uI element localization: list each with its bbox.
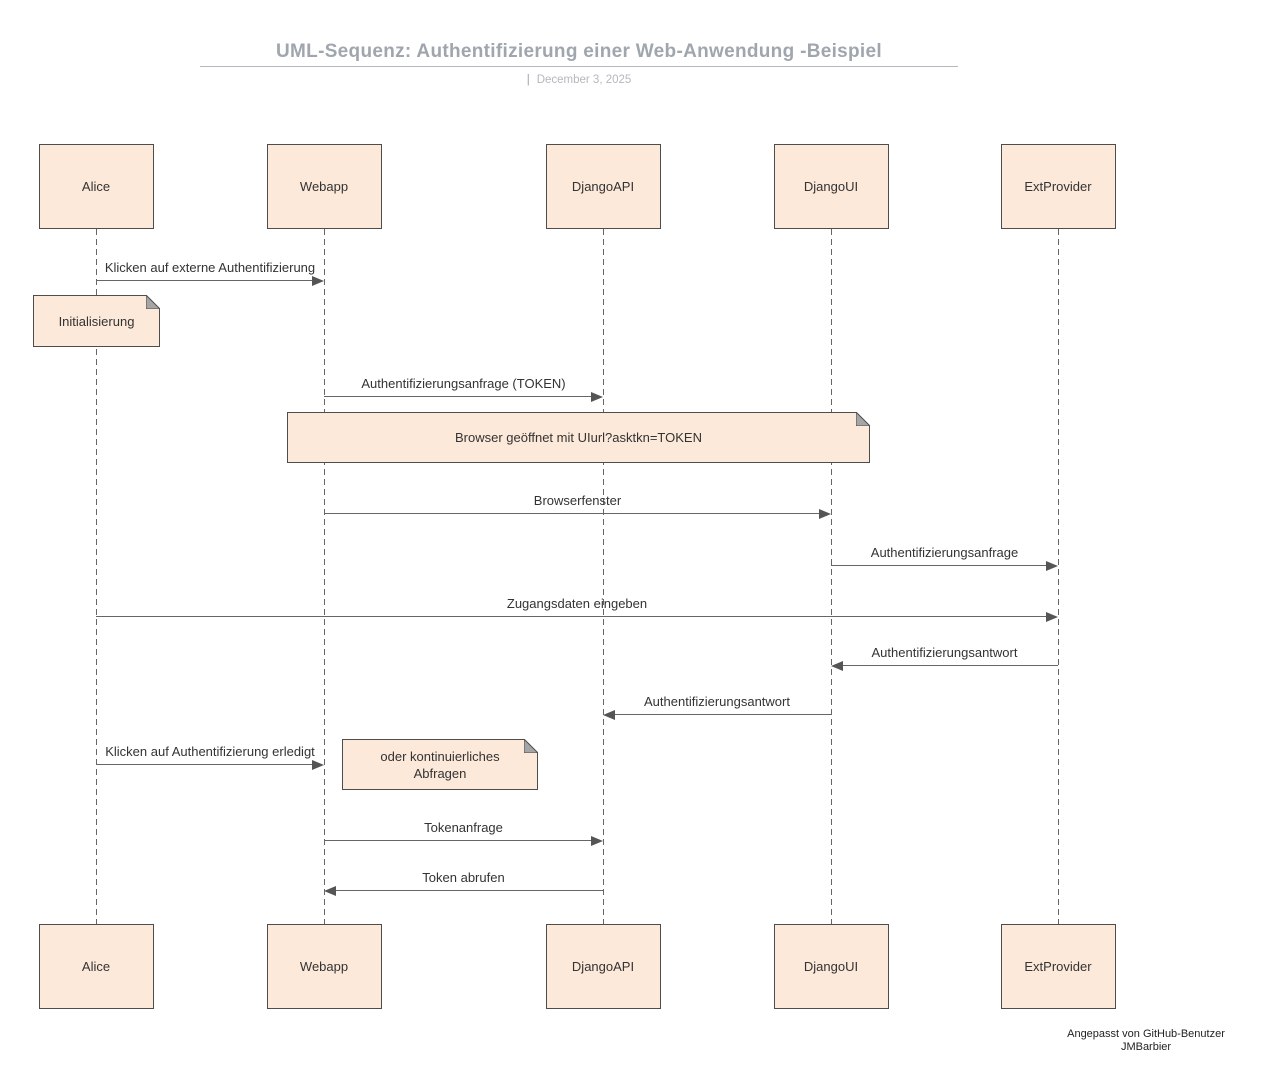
actor-box-top-webapp: Webapp [266, 144, 382, 229]
arrowhead-icon [1046, 561, 1058, 571]
message-line [324, 840, 592, 841]
arrowhead-icon [324, 886, 336, 896]
arrowhead-icon [831, 661, 843, 671]
attribution-line-1: Angepasst von GitHub-Benutzer [1067, 1028, 1225, 1040]
message-label: Klicken auf Authentifizierung erledigt [105, 744, 315, 759]
lifeline-alice [95, 229, 97, 924]
arrowhead-icon [1046, 612, 1058, 622]
message-line [96, 764, 313, 765]
note: Initialisierung [33, 295, 160, 347]
note-line: Abfragen [413, 765, 467, 781]
message-label: Authentifizierungsantwort [871, 645, 1018, 660]
message-label: Zugangsdaten eingeben [506, 596, 648, 611]
date-line: | December 3, 2025 [200, 74, 958, 86]
note-fold-icon [856, 412, 870, 426]
note-line: Initialisierung [58, 313, 135, 329]
actor-box-bottom-alice: Alice [38, 924, 154, 1009]
message-label: Authentifizierungsantwort [644, 694, 790, 709]
actor-label: ExtProvider [1024, 959, 1092, 974]
message-line [96, 280, 313, 281]
note-fold-icon [146, 295, 160, 309]
message-line [335, 890, 603, 891]
actor-box-bottom-webapp: Webapp [266, 924, 382, 1009]
attribution-footer: Angepasst von GitHub-Benutzer JMBarbier [1026, 1028, 1266, 1054]
actor-label: DjangoUI [803, 179, 859, 194]
message-line [96, 616, 1047, 617]
message-label: Klicken auf externe Authentifizierung [104, 260, 316, 275]
actor-label: Webapp [299, 179, 349, 194]
arrowhead-icon [312, 760, 324, 770]
actor-label: DjangoAPI [571, 959, 635, 974]
arrowhead-icon [603, 710, 615, 720]
message-label: Authentifizierungsanfrage (TOKEN) [361, 376, 566, 391]
actor-box-bottom-extprovider: ExtProvider [1000, 924, 1116, 1009]
date-text: December 3, 2025 [536, 74, 632, 86]
date-separator: | [526, 74, 530, 86]
actor-box-top-alice: Alice [38, 144, 154, 229]
actor-label: ExtProvider [1024, 179, 1092, 194]
actor-box-top-djangoui: DjangoUI [773, 144, 889, 229]
title-underline [200, 66, 958, 67]
arrowhead-icon [591, 836, 603, 846]
lifeline-djangoui [830, 229, 832, 924]
actor-box-top-extprovider: ExtProvider [1000, 144, 1116, 229]
message-line [842, 665, 1058, 666]
actor-label: Alice [81, 179, 111, 194]
message-label: Browserfenster [533, 493, 622, 508]
note-line: Browser geöffnet mit UIurl?asktkn=TOKEN [455, 430, 702, 445]
message-line [324, 396, 592, 397]
actor-label: Alice [81, 959, 111, 974]
attribution-line-2: JMBarbier [1120, 1041, 1172, 1053]
message-line [324, 513, 820, 514]
message-line [831, 565, 1047, 566]
message-label: Token abrufen [422, 870, 505, 885]
message-label: Authentifizierungsanfrage [870, 545, 1019, 560]
note: Browser geöffnet mit UIurl?asktkn=TOKEN [287, 412, 870, 463]
arrowhead-icon [591, 392, 603, 402]
lifeline-webapp [323, 229, 325, 924]
arrowhead-icon [312, 276, 324, 286]
actor-label: DjangoUI [803, 959, 859, 974]
lifeline-extprovider [1057, 229, 1059, 924]
message-label: Tokenanfrage [424, 820, 503, 835]
lifeline-djangoapi [602, 229, 604, 924]
actor-box-bottom-djangoui: DjangoUI [773, 924, 889, 1009]
note-fold-icon [524, 739, 538, 753]
message-line [614, 714, 831, 715]
note-line: oder kontinuierliches [380, 748, 500, 764]
arrowhead-icon [819, 509, 831, 519]
actor-box-top-djangoapi: DjangoAPI [545, 144, 661, 229]
actor-label: Webapp [299, 959, 349, 974]
actor-label: DjangoAPI [571, 179, 635, 194]
actor-box-bottom-djangoapi: DjangoAPI [545, 924, 661, 1009]
page-title: UML-Sequenz: Authentifizierung einer Web… [276, 41, 882, 62]
